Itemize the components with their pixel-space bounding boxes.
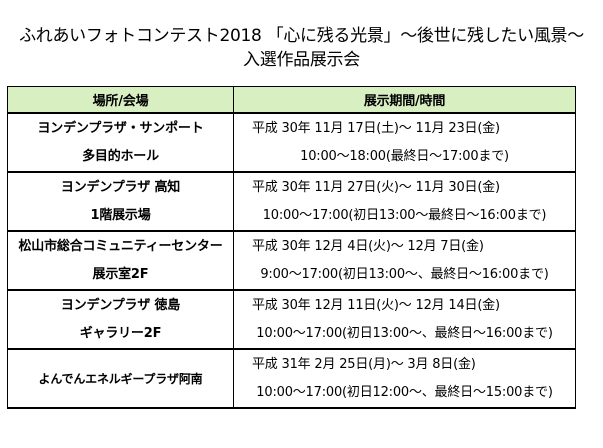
- table-row: 松山市総合コミュニティーセンター 展示室2F 平成 30年 12月 4日(火)～…: [7, 230, 576, 291]
- venue-name: 松山市総合コミュニティーセンター: [18, 238, 223, 254]
- exhibition-dates: 平成 30年 11月 17日(土)～ 11月 23日(金): [252, 120, 500, 136]
- venue-name: よんでんエネルギープラザ阿南: [38, 371, 203, 386]
- exhibition-hours: 10:00～17:00(初日12:00～、最終日～15:00まで): [256, 384, 553, 400]
- table-header-row: 場所/会場 展示期間/時間: [7, 86, 576, 114]
- venue-name: ヨンデンプラザ 高知: [60, 179, 181, 195]
- header-venue: 場所/会場: [7, 86, 234, 114]
- venue-name: ヨンデンプラザ 徳島: [60, 297, 181, 313]
- venue-room: 展示室2F: [92, 266, 149, 282]
- venue-room: 1階展示場: [90, 207, 151, 223]
- venue-cell: よんでんエネルギープラザ阿南: [7, 348, 234, 409]
- table-row: ヨンデンプラザ 徳島 ギャラリー2F 平成 30年 12月 11日(火)～ 12…: [7, 289, 576, 350]
- exhibition-hours: 9:00～17:00(初日13:00～、最終日～16:00まで): [260, 266, 549, 282]
- table-row: よんでんエネルギープラザ阿南 平成 31年 2月 25日(月)～ 3月 8日(金…: [7, 348, 576, 409]
- venue-cell: ヨンデンプラザ・サンポート 多目的ホール: [7, 112, 234, 173]
- venue-cell: ヨンデンプラザ 徳島 ギャラリー2F: [7, 289, 234, 350]
- table-row: ヨンデンプラザ・サンポート 多目的ホール 平成 30年 11月 17日(土)～ …: [7, 112, 576, 173]
- period-cell: 平成 30年 12月 4日(火)～ 12月 7日(金) 9:00～17:00(初…: [233, 230, 576, 291]
- header-period: 展示期間/時間: [233, 86, 576, 114]
- venue-cell: ヨンデンプラザ 高知 1階展示場: [7, 171, 234, 232]
- venue-room: 多目的ホール: [82, 148, 159, 164]
- period-cell: 平成 30年 11月 27日(火)～ 11月 30日(金) 10:00～17:0…: [233, 171, 576, 232]
- venue-name: ヨンデンプラザ・サンポート: [37, 120, 204, 136]
- exhibition-hours: 10:00～17:00(初日13:00～最終日～16:00まで): [262, 207, 547, 223]
- exhibition-dates: 平成 30年 12月 4日(火)～ 12月 7日(金): [252, 238, 484, 254]
- period-cell: 平成 31年 2月 25日(月)～ 3月 8日(金) 10:00～17:00(初…: [233, 348, 576, 409]
- exhibition-dates: 平成 31年 2月 25日(月)～ 3月 8日(金): [252, 356, 476, 372]
- exhibition-schedule-table: 場所/会場 展示期間/時間 ヨンデンプラザ・サンポート 多目的ホール 平成 30…: [7, 86, 576, 409]
- document-title: ふれあいフォトコンテスト2018 「心に残る光景」～後世に残したい風景～ 入選作…: [0, 24, 603, 72]
- venue-cell: 松山市総合コミュニティーセンター 展示室2F: [7, 230, 234, 291]
- title-line-1: ふれあいフォトコンテスト2018 「心に残る光景」～後世に残したい風景～: [19, 26, 584, 46]
- title-line-2: 入選作品展示会: [243, 50, 360, 70]
- exhibition-dates: 平成 30年 12月 11日(火)～ 12月 14日(金): [252, 297, 500, 313]
- exhibition-dates: 平成 30年 11月 27日(火)～ 11月 30日(金): [252, 179, 500, 195]
- exhibition-hours: 10:00～18:00(最終日～17:00まで): [300, 148, 509, 164]
- table-row: ヨンデンプラザ 高知 1階展示場 平成 30年 11月 27日(火)～ 11月 …: [7, 171, 576, 232]
- period-cell: 平成 30年 11月 17日(土)～ 11月 23日(金) 10:00～18:0…: [233, 112, 576, 173]
- venue-room: ギャラリー2F: [79, 325, 162, 341]
- period-cell: 平成 30年 12月 11日(火)～ 12月 14日(金) 10:00～17:0…: [233, 289, 576, 350]
- exhibition-hours: 10:00～17:00(初日13:00～、最終日～16:00まで): [256, 325, 553, 341]
